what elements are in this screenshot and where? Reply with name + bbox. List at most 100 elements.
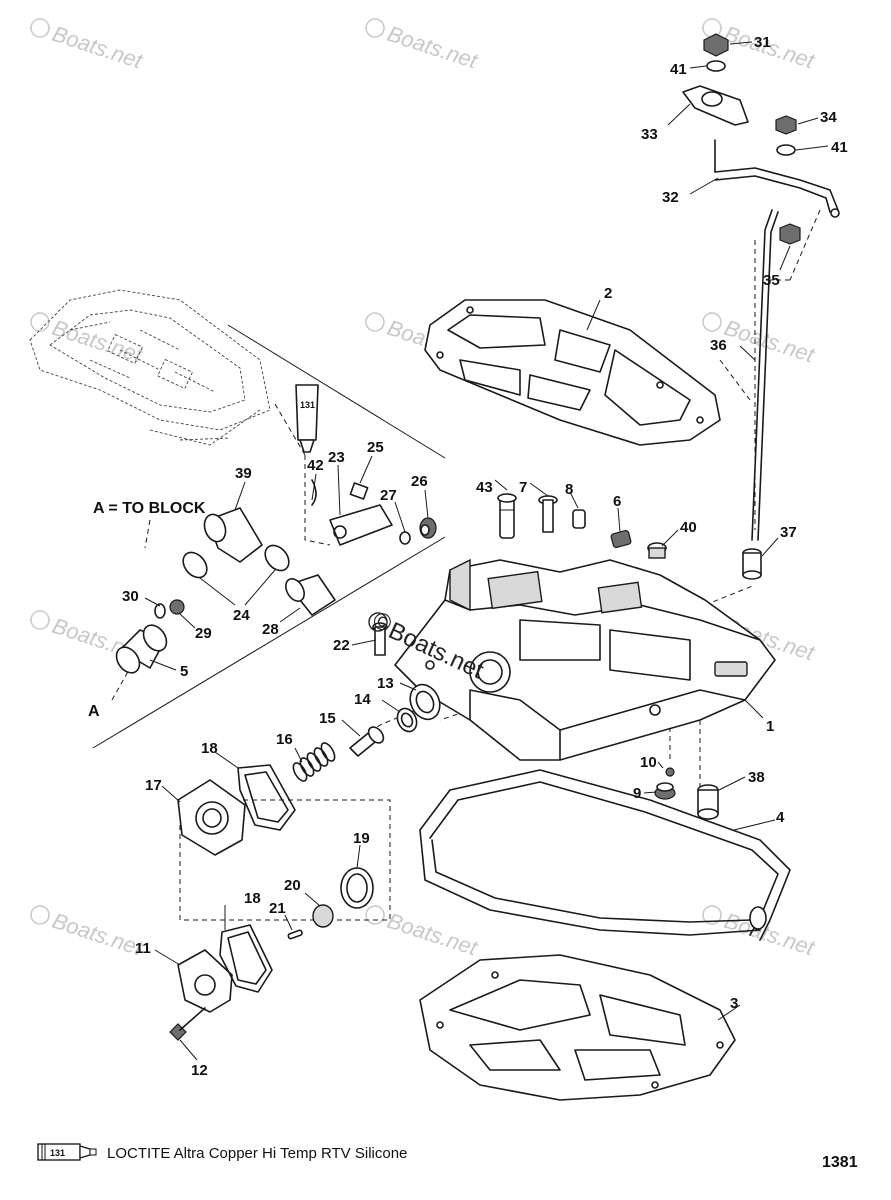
callout-32: 32 — [662, 189, 679, 206]
part-17-cover — [177, 779, 246, 856]
callout-38: 38 — [748, 769, 765, 786]
part-40-plug — [647, 542, 667, 559]
callout-41: 41 — [831, 139, 848, 156]
part-26-nut — [419, 517, 437, 539]
part-8-plug — [572, 509, 586, 529]
part-34-nut — [775, 115, 797, 135]
part-11-housing — [177, 949, 233, 1013]
watermark-text: Boats.net — [49, 315, 146, 368]
part-42-hose — [311, 479, 317, 506]
callout-6: 6 — [613, 493, 621, 510]
part-6-plug — [610, 529, 632, 549]
callout-23: 23 — [328, 449, 345, 466]
part-19-diaphragm-cover — [340, 867, 374, 909]
callout-15: 15 — [319, 710, 336, 727]
callout-43: 43 — [476, 479, 493, 496]
watermark-text: Boats.net — [721, 315, 818, 368]
callout-36: 36 — [710, 337, 727, 354]
callout-35: 35 — [763, 272, 780, 289]
part-14-seal — [396, 707, 418, 733]
part-9-grommet — [654, 782, 676, 800]
callout-18: 18 — [244, 890, 261, 907]
part-41-washer-upper — [706, 60, 726, 72]
watermark-text: Boats.net — [49, 21, 146, 74]
callout-34: 34 — [820, 109, 837, 126]
callout-13: 13 — [377, 675, 394, 692]
part-21-screw — [287, 929, 303, 940]
callout-31: 31 — [754, 34, 771, 51]
callout-3: 3 — [730, 995, 738, 1012]
callout-9: 9 — [633, 785, 641, 802]
callout-8: 8 — [565, 481, 573, 498]
part-41-washer-lower — [776, 144, 796, 156]
part-30-oring — [154, 603, 166, 619]
part-1-adapter-plate — [394, 558, 776, 761]
part-33-bracket — [682, 85, 749, 126]
callout-22: 22 — [333, 637, 350, 654]
callout-39: 39 — [235, 465, 252, 482]
callout-40: 40 — [680, 519, 697, 536]
watermark-text: Boats.net — [384, 21, 481, 74]
callout-37: 37 — [780, 524, 797, 541]
part-5-fitting — [115, 624, 168, 674]
part-37-bushing — [742, 548, 762, 580]
callout-28: 28 — [262, 621, 279, 638]
callout-29: 29 — [195, 625, 212, 642]
callout-14: 14 — [354, 691, 371, 708]
callout-17: 17 — [145, 777, 162, 794]
section-a-boundary — [92, 324, 446, 749]
callout-16: 16 — [276, 731, 293, 748]
watermark-text: Boats.net — [49, 908, 146, 961]
callout-19: 19 — [353, 830, 370, 847]
callout-42: 42 — [307, 457, 324, 474]
callout-25: 25 — [367, 439, 384, 456]
callout-18: 18 — [201, 740, 218, 757]
callout-21: 21 — [269, 900, 286, 917]
part-10-nut — [665, 767, 675, 777]
part-36-rod — [751, 209, 779, 541]
part-23-fitting — [329, 504, 393, 546]
callout-10: 10 — [640, 754, 657, 771]
callout-leaders — [144, 41, 829, 1061]
part-4-seal — [419, 769, 791, 941]
part-20-diaphragm — [312, 904, 334, 928]
page-number: 1381 — [822, 1154, 858, 1171]
callout-30: 30 — [122, 588, 139, 605]
callout-12: 12 — [191, 1062, 208, 1079]
part-25-sensor — [349, 482, 369, 500]
watermark-text: Boats.net — [721, 908, 818, 961]
part-16-spring — [292, 742, 336, 782]
callout-numbers: 31 41 33 34 41 32 35 36 37 2 1 3 4 43 7 … — [122, 34, 848, 1079]
callout-7: 7 — [519, 479, 527, 496]
legend-text: LOCTITE Altra Copper Hi Temp RTV Silicon… — [107, 1145, 407, 1162]
engine-block-reference — [29, 289, 271, 446]
part-2-upper-gasket — [424, 299, 721, 446]
legend-tube-icon: 131 — [37, 1143, 97, 1161]
legend-tube-number: 131 — [50, 1148, 65, 1158]
legend: 131 LOCTITE Altra Copper Hi Temp RTV Sil… — [37, 1143, 407, 1162]
part-38-bushing — [697, 784, 719, 820]
part-29-clip — [169, 599, 185, 615]
part-18-gasket-upper — [237, 764, 296, 831]
part-28-elbow — [285, 574, 336, 616]
callout-27: 27 — [380, 487, 397, 504]
part-43-fitting — [497, 493, 517, 539]
callout-4: 4 — [776, 809, 785, 826]
callout-1: 1 — [766, 718, 774, 735]
part-24-clamps — [182, 544, 290, 579]
part-27-oring — [399, 531, 411, 545]
part-31-nut — [703, 33, 729, 57]
part-39-elbow-hose — [203, 507, 263, 563]
callout-33: 33 — [641, 126, 658, 143]
part-15-valve — [349, 726, 385, 757]
watermark-text: Boats.net — [384, 908, 481, 961]
section-marker: A — [88, 703, 100, 720]
callout-11: 11 — [135, 940, 151, 957]
callout-24: 24 — [233, 607, 250, 624]
part-7-screw — [538, 495, 558, 533]
part-12-bolt — [169, 1007, 206, 1041]
callout-20: 20 — [284, 877, 301, 894]
part-35-grommet — [779, 223, 801, 245]
part-13-seal — [409, 683, 441, 721]
